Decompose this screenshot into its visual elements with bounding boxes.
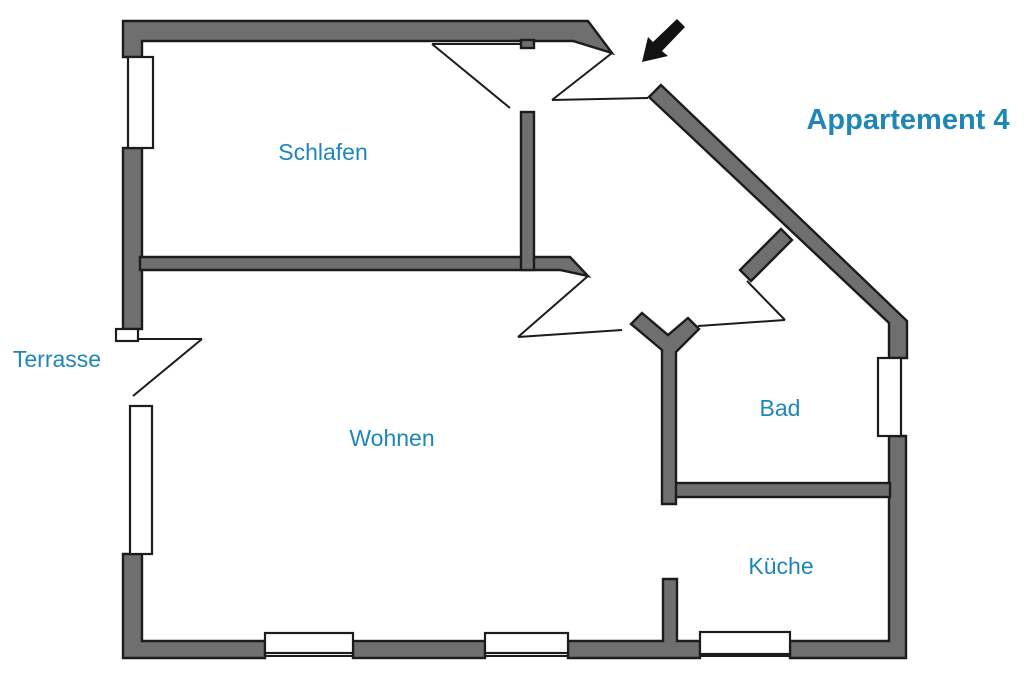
terrace-door-leaf-line bbox=[132, 338, 203, 397]
bad-door-leaf-line bbox=[746, 280, 786, 321]
wohnen-door-leaf-line bbox=[517, 275, 589, 338]
window-right-bath bbox=[876, 356, 903, 438]
door-swing-lines bbox=[132, 43, 790, 657]
walls bbox=[121, 19, 909, 660]
entrance-door-leaf-line bbox=[551, 52, 613, 101]
terrace-door-sill bbox=[114, 327, 140, 343]
bad-door-frame-line bbox=[697, 319, 786, 327]
entrance-arrow-icon bbox=[642, 19, 685, 62]
window-bottom-3 bbox=[698, 630, 792, 656]
wall-bath-door-jamb bbox=[738, 227, 794, 283]
wall-bottom-segment-3-kitchen-stub bbox=[566, 577, 702, 660]
wall-schlafen-right bbox=[519, 110, 536, 272]
wohnen-door-frame-line bbox=[517, 329, 623, 338]
windows bbox=[114, 55, 903, 656]
entrance-door-frame-line bbox=[551, 97, 649, 101]
window-bottom-1 bbox=[263, 631, 355, 655]
wall-bad-kueche-divider bbox=[668, 481, 892, 499]
wall-bad-west-y bbox=[629, 311, 701, 506]
window-left-bedroom bbox=[126, 55, 155, 150]
room-label-wohnen: Wohnen bbox=[349, 425, 434, 451]
window-left-terrace-door bbox=[128, 404, 154, 556]
room-label-schlafen: Schlafen bbox=[278, 139, 368, 165]
wall-right-bottom-corner bbox=[788, 434, 908, 660]
wall-top-exterior bbox=[121, 19, 616, 59]
wall-bottom-segment-2 bbox=[351, 639, 487, 660]
wall-schlafen-door-jamb bbox=[519, 38, 536, 50]
room-label-kueche: Küche bbox=[748, 553, 813, 579]
room-label-terrasse: Terrasse bbox=[13, 346, 101, 372]
schlafen-door-leaf-line bbox=[431, 43, 511, 109]
wall-schlafen-bottom bbox=[138, 255, 592, 278]
wall-left-middle bbox=[121, 146, 144, 331]
labels: Schlafen Wohnen Bad Küche Terrasse Appar… bbox=[13, 104, 1010, 579]
room-label-bad: Bad bbox=[760, 395, 801, 421]
plan-title: Appartement 4 bbox=[806, 104, 1009, 136]
window-bottom-2 bbox=[483, 631, 570, 655]
